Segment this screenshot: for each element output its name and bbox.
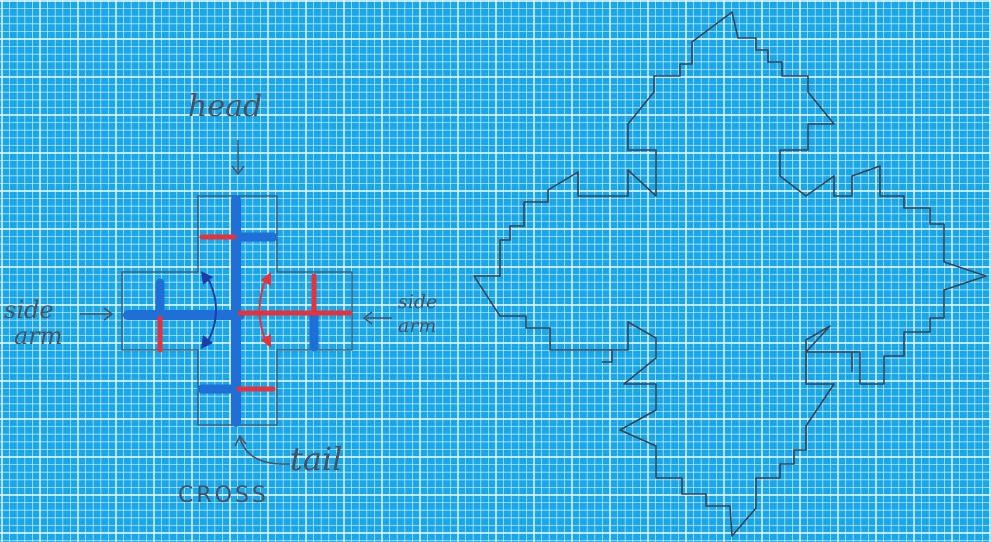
red-arrowhead-bottom: [261, 334, 271, 348]
side-arm-right-label-line1: side: [398, 291, 437, 313]
fractal-diagram: [473, 11, 987, 537]
curved-arrow-up-icon: [234, 434, 291, 465]
red-marker-strokes: [157, 234, 353, 392]
cross-caption: CROSS: [178, 483, 269, 508]
arrow-down-icon: [231, 140, 245, 176]
side-arm-left-label-line2: arm: [14, 322, 63, 350]
cross-outline: [121, 195, 353, 426]
head-label: head: [188, 89, 262, 124]
side-arm-right-label-line2: arm: [398, 315, 436, 337]
arrow-left-icon: [362, 311, 392, 325]
blue-arrowhead-bottom: [201, 335, 213, 349]
arrow-right-icon: [80, 307, 114, 321]
red-arrowhead-top: [261, 272, 271, 286]
red-rotation-arrow: [258, 275, 268, 345]
blue-rotation-arrow: [205, 274, 217, 346]
fractal-outer-outline: [473, 11, 987, 537]
side-arm-left-label-line1: side: [4, 296, 54, 324]
blue-arrowhead-top: [201, 271, 213, 285]
tail-label: tail: [290, 440, 342, 478]
cross-diagram: head tail side arm side arm CROSS: [4, 89, 437, 508]
fractal-inner-notch-left: [602, 350, 613, 363]
